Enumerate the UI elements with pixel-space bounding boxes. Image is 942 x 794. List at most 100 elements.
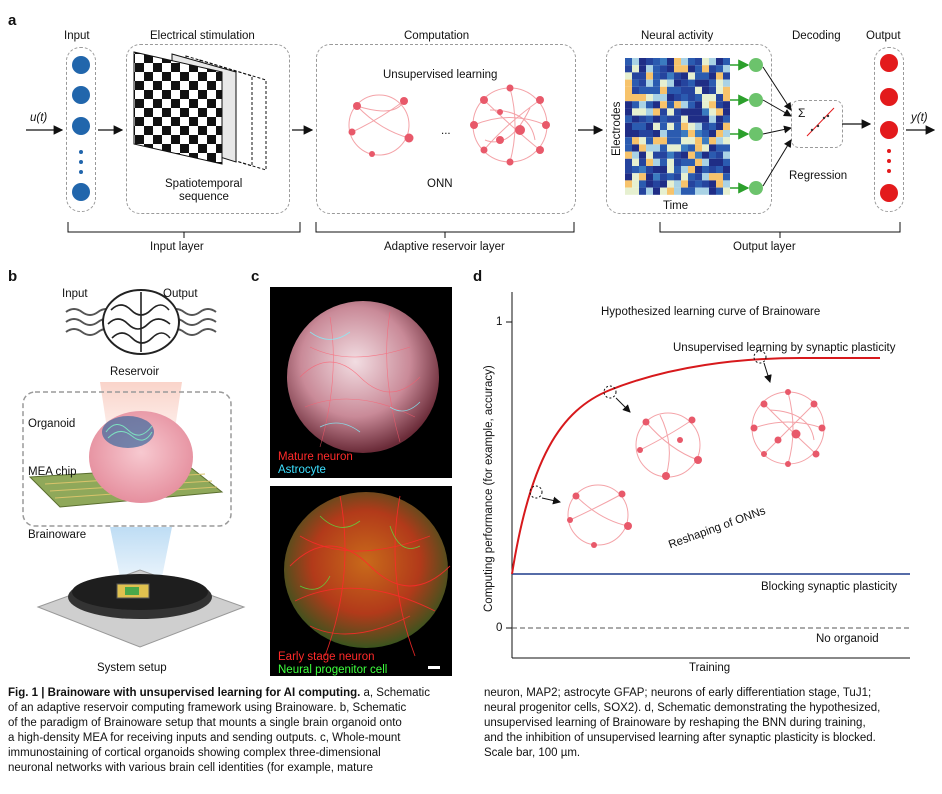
heatmap-cell (625, 122, 632, 130)
d-title: Hypothesized learning curve of Brainowar… (601, 306, 821, 318)
heatmap-cell (660, 137, 667, 145)
heatmap-cell (653, 137, 660, 145)
heatmap-cell (723, 158, 730, 166)
heatmap-cell (639, 173, 646, 181)
heatmap-cell (674, 166, 681, 174)
heatmap-cell (681, 65, 688, 73)
heatmap-cell (639, 94, 646, 102)
output-column (874, 47, 904, 212)
heatmap-cell (660, 108, 667, 116)
heatmap-cell (632, 187, 639, 195)
stim-caption-1: Spatiotemporal (165, 178, 243, 190)
b-reservoir-label: Reservoir (110, 366, 160, 378)
heatmap-cell (653, 58, 660, 66)
heatmap-cell (667, 108, 674, 116)
heatmap-cell (695, 86, 702, 94)
heatmap-cell (632, 115, 639, 123)
heatmap-cell (625, 79, 632, 87)
u-label: u(t) (30, 112, 48, 124)
heatmap-cell (723, 144, 730, 152)
heatmap-cell (639, 58, 646, 66)
heatmap-cell (674, 115, 681, 123)
heatmap-cell (695, 144, 702, 152)
heatmap-cell (667, 58, 674, 66)
heatmap-cell (674, 86, 681, 94)
caption-left-1: a, Schematic (363, 687, 430, 699)
heatmap-cell (660, 79, 667, 87)
heatmap-cell (674, 94, 681, 102)
b-mea-label: MEA chip (28, 466, 77, 478)
heatmap-cell (723, 122, 730, 130)
heatmap-cell (688, 94, 695, 102)
heatmap-cell (625, 94, 632, 102)
c-early-neuron-label: Early stage neuron (278, 651, 375, 663)
output-node (880, 88, 898, 106)
output-layer-label: Output layer (733, 241, 796, 253)
heatmap-cell (716, 108, 723, 116)
heatmap-cell (667, 94, 674, 102)
heatmap-cell (625, 65, 632, 73)
heatmap-cell (695, 65, 702, 73)
heatmap-cell (702, 94, 709, 102)
heatmap-cell (632, 158, 639, 166)
heatmap-cell (646, 158, 653, 166)
heatmap-cell (639, 151, 646, 159)
heatmap-cell (646, 58, 653, 66)
input-layer-label: Input layer (150, 241, 204, 253)
heatmap-cell (653, 144, 660, 152)
heatmap-cell (667, 151, 674, 159)
heatmap-cell (716, 144, 723, 152)
heatmap-cell (681, 158, 688, 166)
heatmap-cell (674, 101, 681, 109)
panel-b-letter: b (8, 268, 18, 285)
caption-right-4: and the inhibition of unsupervised learn… (484, 732, 876, 744)
heatmap-cell (716, 180, 723, 188)
heatmap-cell (632, 166, 639, 174)
heatmap-cell (660, 187, 667, 195)
unsupervised-label: Unsupervised learning (383, 69, 498, 81)
heatmap-cell (702, 144, 709, 152)
stim-caption-2: sequence (179, 191, 229, 203)
heatmap-cell (660, 151, 667, 159)
organoid-image-top (270, 287, 452, 478)
heatmap-cell (632, 180, 639, 188)
heatmap-cell (723, 94, 730, 102)
heatmap-cell (723, 151, 730, 159)
heatmap-cell (660, 180, 667, 188)
caption-left-6: neuronal networks with various brain cel… (8, 762, 373, 774)
heatmap-cell (632, 151, 639, 159)
heatmap-cell (681, 72, 688, 80)
heatmap-cell (632, 101, 639, 109)
heatmap-cell (646, 94, 653, 102)
heatmap-cell (639, 187, 646, 195)
heatmap-cell (660, 72, 667, 80)
heatmap-cell (646, 101, 653, 109)
heatmap-cell (667, 137, 674, 145)
caption-fig: Fig. 1 | (8, 687, 48, 699)
heatmap-cell (646, 65, 653, 73)
heatmap-cell (702, 65, 709, 73)
heatmap-cell (723, 130, 730, 138)
heatmap-cell (702, 173, 709, 181)
heatmap-cell (695, 137, 702, 145)
heatmap-cell (681, 94, 688, 102)
heatmap-cell (709, 187, 716, 195)
heatmap-cell (709, 151, 716, 159)
heatmap-cell (681, 101, 688, 109)
heatmap-cell (709, 166, 716, 174)
heatmap-cell (646, 137, 653, 145)
decoder-neurons (730, 58, 792, 195)
heatmap-cell (625, 144, 632, 152)
heatmap-cell (646, 144, 653, 152)
heatmap-cell (709, 86, 716, 94)
heatmap-cell (639, 122, 646, 130)
heatmap-cell (709, 144, 716, 152)
heatmap-cell (632, 137, 639, 145)
heatmap-cell (632, 65, 639, 73)
heatmap-cell (667, 173, 674, 181)
panel-d-letter: d (473, 268, 483, 285)
b-output-label: Output (163, 288, 198, 300)
heatmap-cell (716, 166, 723, 174)
heatmap-cell (716, 151, 723, 159)
heatmap-cell (709, 94, 716, 102)
